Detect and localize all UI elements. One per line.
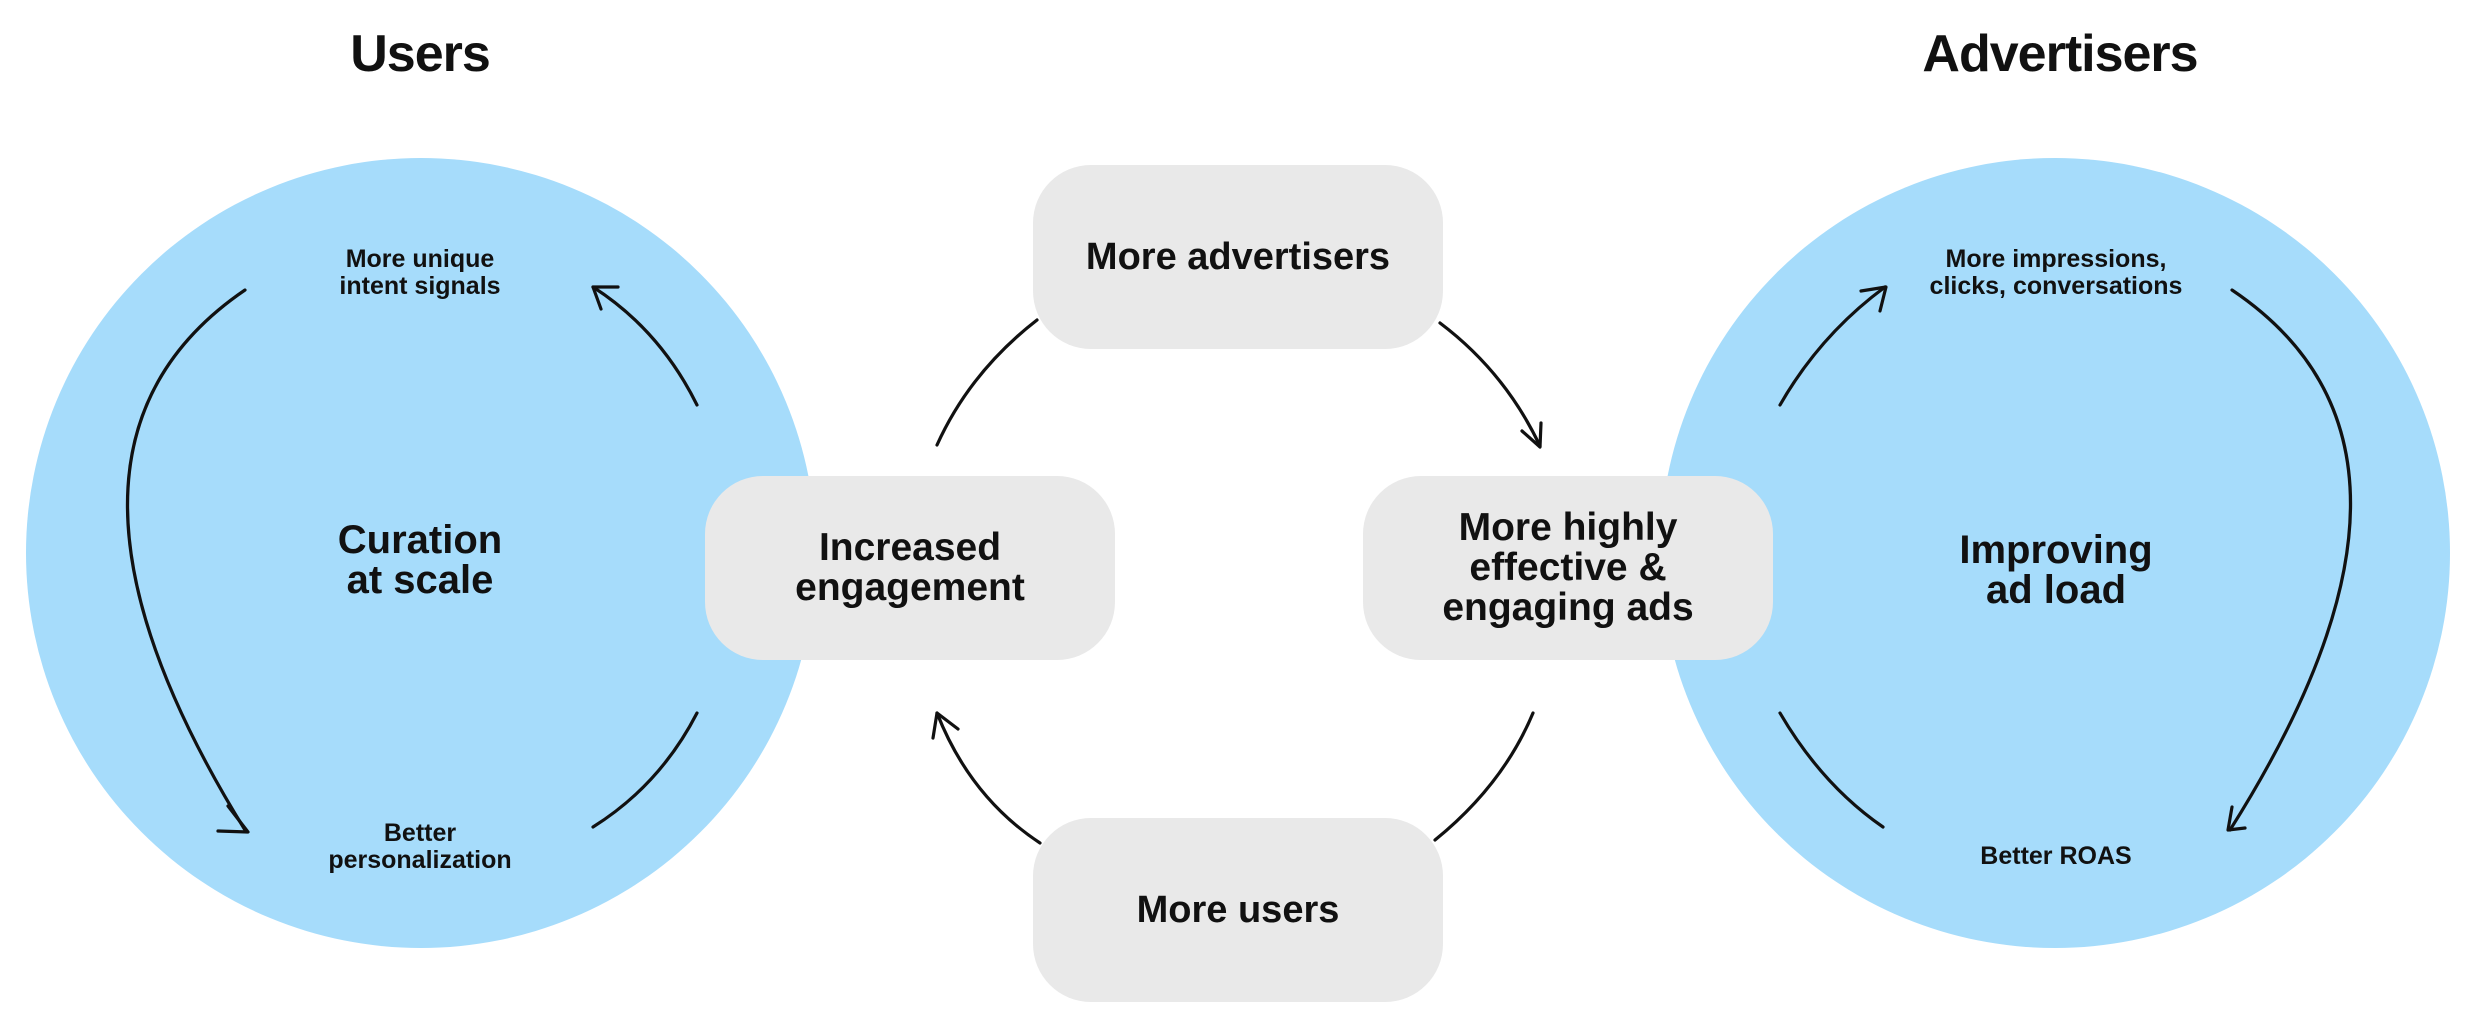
middle-arc-lower-right <box>1433 711 1535 842</box>
users-loop-arc-upper-right <box>591 285 699 407</box>
better-personalization-label: Better personalization <box>250 820 590 874</box>
increased-engagement-line2: engagement <box>795 566 1025 609</box>
middle-loop-arrows <box>931 318 1543 845</box>
users-circle <box>26 158 816 948</box>
more-advertisers-label: More advertisers <box>1085 236 1391 278</box>
improving-ad-load-label: Improving ad load <box>1886 530 2226 610</box>
arrowhead-icon <box>591 285 620 311</box>
better-personalization-line2: personalization <box>328 846 512 874</box>
more-unique-intent-signals-line1: More unique <box>345 245 495 273</box>
effective-ads-line1: More highly <box>1458 506 1678 549</box>
advertisers-heading: Advertisers <box>1922 25 2198 83</box>
better-personalization-line1: Better <box>383 819 457 847</box>
impressions-clicks-label: More impressions, clicks, conversations <box>1886 246 2226 300</box>
users-loop-arrows <box>125 285 699 834</box>
better-roas-line1: Better ROAS <box>1980 842 2132 870</box>
arrowhead-icon <box>216 804 250 834</box>
arrowhead-icon <box>931 711 960 740</box>
impressions-clicks-line2: clicks, conversations <box>1929 272 2183 300</box>
more-unique-intent-signals-label: More unique intent signals <box>250 246 590 300</box>
effective-ads-line3: engaging ads <box>1442 586 1694 629</box>
arrowhead-icon <box>1859 285 1888 313</box>
increased-engagement-box: Increased engagement <box>705 476 1115 660</box>
better-roas-label: Better ROAS <box>1886 843 2226 870</box>
users-loop-arc-left <box>125 288 247 832</box>
middle-arc-lower-left <box>935 711 1042 845</box>
improving-ad-load-line1: Improving <box>1959 528 2153 572</box>
curation-at-scale-label: Curation at scale <box>250 520 590 600</box>
more-advertisers-box: More advertisers <box>1033 165 1443 349</box>
arrowhead-icon <box>1520 421 1543 449</box>
increased-engagement-line1: Increased <box>818 526 1002 569</box>
advertisers-loop-arc-lower-left <box>1778 711 1885 829</box>
advertisers-loop-arc-upper-left <box>1778 285 1887 407</box>
users-heading: Users <box>350 25 491 83</box>
effective-ads-box: More highly effective & engaging ads <box>1363 476 1773 660</box>
middle-arc-upper-right <box>1438 321 1542 448</box>
more-users-box: More users <box>1033 818 1443 1002</box>
effective-ads-line2: effective & <box>1469 546 1667 589</box>
advertisers-loop-arc-right <box>2228 288 2353 832</box>
middle-arc-upper-left <box>935 318 1039 447</box>
more-unique-intent-signals-line2: intent signals <box>339 272 501 300</box>
impressions-clicks-line1: More impressions, <box>1945 245 2167 273</box>
improving-ad-load-line2: ad load <box>1985 568 2127 612</box>
curation-at-scale-line1: Curation <box>337 518 503 562</box>
advertisers-circle <box>1660 158 2450 948</box>
curation-at-scale-line2: at scale <box>346 558 494 602</box>
users-loop-arc-lower-right <box>591 711 699 829</box>
arrowhead-icon <box>2226 805 2247 832</box>
advertisers-loop-arrows <box>1778 285 2353 832</box>
more-users-label: More users <box>1136 889 1340 931</box>
